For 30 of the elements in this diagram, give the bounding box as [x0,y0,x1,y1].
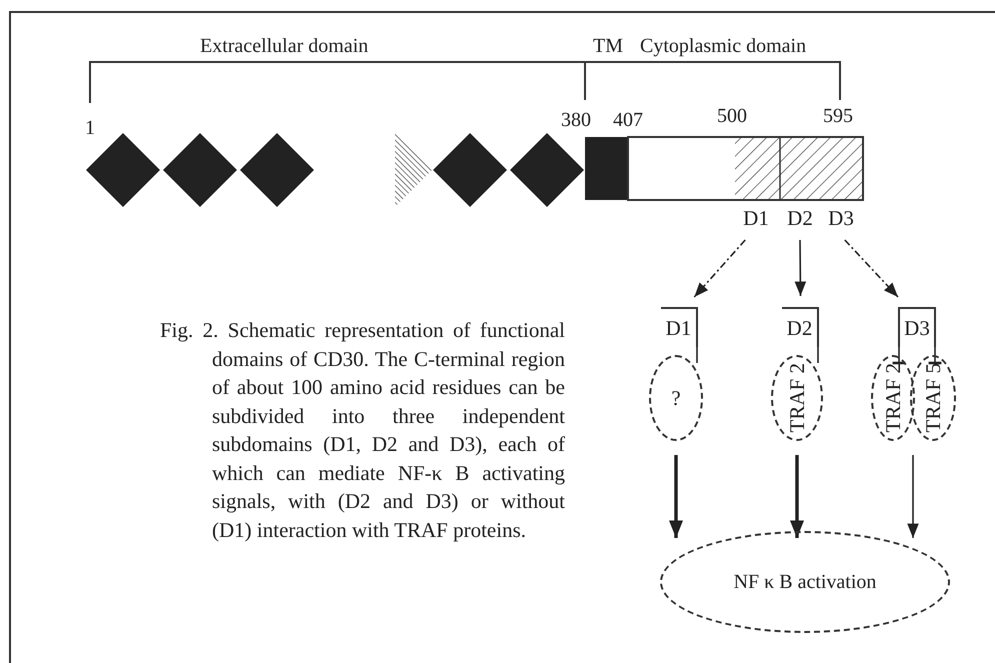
subdomain-bracket: D3 [898,307,936,347]
residue-number: 1 [85,118,95,138]
arrow [844,239,899,298]
figure-caption: Fig. 2. Schematic representation of functional domains of CD30. The C-terminal region of about 100 amino acid residues can be subdivided into three independent subdomains (D1, D2 and D3), each of which can mediate NF-κ B activating signals, with (D2 and D3) or without (D1) interaction with TRAF proteins. [160,317,565,544]
connector-line [696,347,698,363]
subdomain-bracket: D1 [661,307,698,347]
protein-oval: ? [649,355,703,441]
connector-line [817,347,819,363]
arrow [694,239,746,298]
subdomain-label: D2 [782,206,818,230]
domain-label: Extracellular domain [200,36,368,56]
domain-label: Cytoplasmic domain [640,36,806,56]
activation-oval: NF κ B activation [660,531,950,633]
arrow [907,455,919,538]
protein-oval: TRAF 5 [910,355,956,441]
subdomain-label: D1 [738,206,774,230]
arrow [794,240,806,296]
connector-line [891,347,907,364]
domain-label: TM [593,36,623,56]
protein-oval: TRAF 2 [871,355,915,441]
residue-number: 407 [613,110,643,130]
subdomain-label: D3 [822,206,860,230]
subdomain-bracket: D2 [782,307,819,347]
residue-number: 595 [823,106,853,126]
arrow [669,455,683,538]
residue-number: 500 [717,106,747,126]
connector-line [927,347,943,364]
arrow [790,455,804,538]
protein-oval: TRAF 2 [771,355,823,441]
residue-number: 380 [561,110,591,130]
